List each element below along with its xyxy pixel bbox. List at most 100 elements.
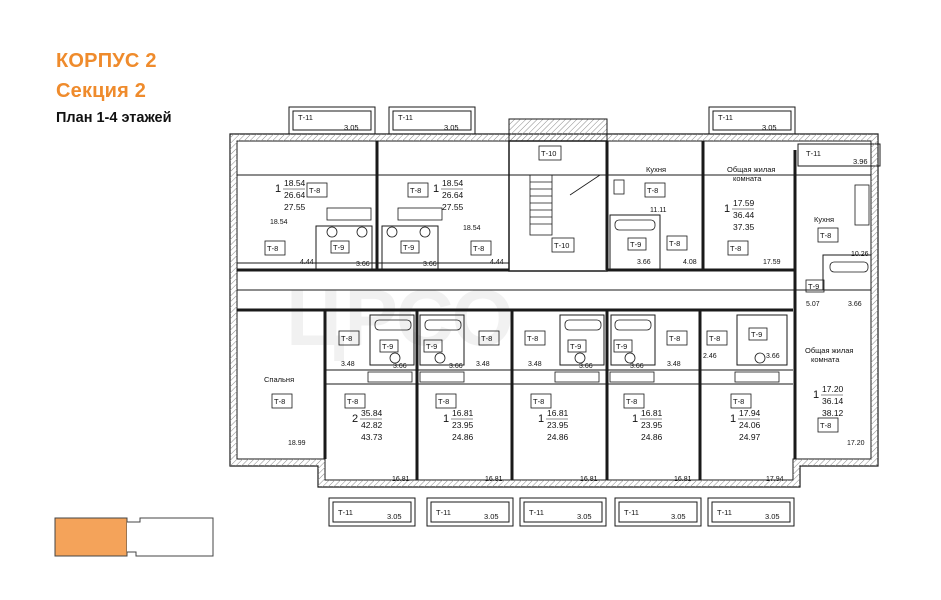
tag-t9: Т-9 xyxy=(630,240,641,249)
apartment-area-block: 1 18.54 26.64 27.55 xyxy=(433,178,464,212)
apartment-area-block: 1 17.20 36.14 38.12 xyxy=(813,384,844,418)
dim: 3.66 xyxy=(766,353,780,360)
balcony-dim: 3.05 xyxy=(577,512,592,521)
tag-t8: Т-8 xyxy=(410,186,421,195)
living-area: 18.54 xyxy=(284,178,306,188)
room-count: 1 xyxy=(813,389,819,401)
balcony-dim: 3.05 xyxy=(671,512,686,521)
partitions xyxy=(237,174,872,385)
tag-t9: Т-9 xyxy=(808,282,819,291)
dim: 16.81 xyxy=(674,476,692,483)
key-plan-other-section xyxy=(127,517,214,557)
dim: 3.66 xyxy=(449,363,463,370)
apartment-area-block: 1 16.81 23.95 24.86 xyxy=(538,408,569,442)
living-area: 16.81 xyxy=(641,408,663,418)
dim: 18.99 xyxy=(288,440,306,447)
dim: 4.44 xyxy=(300,259,314,266)
tag-t8: Т-8 xyxy=(267,244,278,253)
dim: 18.54 xyxy=(270,219,288,226)
dim: 3.66 xyxy=(393,363,407,370)
balcony-dim: 3.05 xyxy=(387,512,402,521)
balcony-dim: 3.05 xyxy=(344,123,359,132)
tag-t8: Т-8 xyxy=(733,397,744,406)
plan-header: КОРПУС 2 Секция 2 План 1-4 этажей xyxy=(56,46,172,128)
balcony-tag: Т-11 xyxy=(624,508,639,517)
living-area: 16.81 xyxy=(452,408,474,418)
tag-t8: Т-8 xyxy=(669,334,680,343)
bottom-balconies xyxy=(328,497,795,527)
apartment-area-block: 1 16.81 23.95 24.86 xyxy=(443,408,474,442)
room-count: 1 xyxy=(443,413,449,425)
outer-walls xyxy=(229,118,879,488)
dim: 3.48 xyxy=(341,361,355,368)
dim: 3.48 xyxy=(667,361,681,368)
dim: 18.54 xyxy=(463,225,481,232)
balcony-tag: Т-11 xyxy=(436,508,451,517)
bath-tags: Т-9 Т-9 Т-9 Т-9 Т-9 Т-9 Т-9 Т-9 Т-9 xyxy=(330,237,825,353)
dim: 4.08 xyxy=(683,259,697,266)
dim: 3.66 xyxy=(848,301,862,308)
balcony-tag: Т-11 xyxy=(398,113,413,122)
tag-t8: Т-8 xyxy=(481,334,492,343)
section-title: Секция 2 xyxy=(56,80,147,102)
room-count: 1 xyxy=(724,203,730,215)
balcony-dim: 3.05 xyxy=(444,123,459,132)
interior-walls xyxy=(237,141,797,480)
tag-t8: Т-8 xyxy=(820,421,831,430)
tag-t9: Т-9 xyxy=(616,342,627,351)
top-balconies xyxy=(288,106,881,167)
living-room-label-2: комната xyxy=(733,174,762,183)
living-area: 17.94 xyxy=(739,408,761,418)
fixtures xyxy=(326,179,870,383)
total-area: 42.82 xyxy=(361,420,383,430)
tag-t10: Т-10 xyxy=(541,149,556,158)
dim: 2.46 xyxy=(703,353,717,360)
tag-t8: Т-8 xyxy=(709,334,720,343)
key-plan xyxy=(54,517,214,557)
tag-t8: Т-8 xyxy=(626,397,637,406)
tag-t8: Т-8 xyxy=(347,397,358,406)
room-count: 1 xyxy=(433,183,439,195)
tag-t8: Т-8 xyxy=(274,397,285,406)
living-room-label-2: комната xyxy=(811,355,840,364)
total-area-with-balcony: 38.12 xyxy=(822,408,844,418)
tag-t9: Т-9 xyxy=(570,342,581,351)
tag-t8: Т-8 xyxy=(341,334,352,343)
dim: 16.81 xyxy=(392,476,410,483)
apartment-area-block: 1 17.59 36.44 37.35 xyxy=(724,198,755,232)
total-area-with-balcony: 24.86 xyxy=(547,432,569,442)
dim: 17.59 xyxy=(763,259,781,266)
total-area-with-balcony: 43.73 xyxy=(361,432,383,442)
apartment-area-block: 1 16.81 23.95 24.86 xyxy=(632,408,663,442)
room-names: Кухня Кухня Общая жилая комната Общая жи… xyxy=(264,165,853,384)
staircase xyxy=(529,174,601,236)
balcony-tag: Т-11 xyxy=(529,508,544,517)
living-room-label: Общая жилая xyxy=(805,346,853,355)
tag-t8: Т-8 xyxy=(647,186,658,195)
living-area: 35.84 xyxy=(361,408,383,418)
key-plan-highlighted-section xyxy=(54,517,128,557)
tag-t8: Т-8 xyxy=(820,231,831,240)
balcony-labels: Т-11 3.05 Т-11 3.05 Т-11 3.05 Т-11 3.96 … xyxy=(298,113,868,521)
balcony-dim: 3.05 xyxy=(765,512,780,521)
total-area: 36.44 xyxy=(733,210,755,220)
room-count: 1 xyxy=(632,413,638,425)
dim: 3.48 xyxy=(528,361,542,368)
tag-t9: Т-9 xyxy=(751,330,762,339)
dim: 11.11 xyxy=(650,207,667,214)
bedroom-label: Спальня xyxy=(264,375,294,384)
building-title: КОРПУС 2 xyxy=(56,50,157,72)
dim: 10.26 xyxy=(851,251,869,258)
total-area: 26.64 xyxy=(284,190,306,200)
balcony-tag: Т-11 xyxy=(298,113,313,122)
total-area: 26.64 xyxy=(442,190,464,200)
dim: 3.66 xyxy=(423,261,437,268)
dim: 4.44 xyxy=(490,259,504,266)
balcony-tag: Т-11 xyxy=(717,508,732,517)
tag-t8: Т-8 xyxy=(669,239,680,248)
room-count: 1 xyxy=(730,413,736,425)
total-area-with-balcony: 24.86 xyxy=(452,432,474,442)
tag-t9: Т-9 xyxy=(403,243,414,252)
tag-t8: Т-8 xyxy=(473,244,484,253)
